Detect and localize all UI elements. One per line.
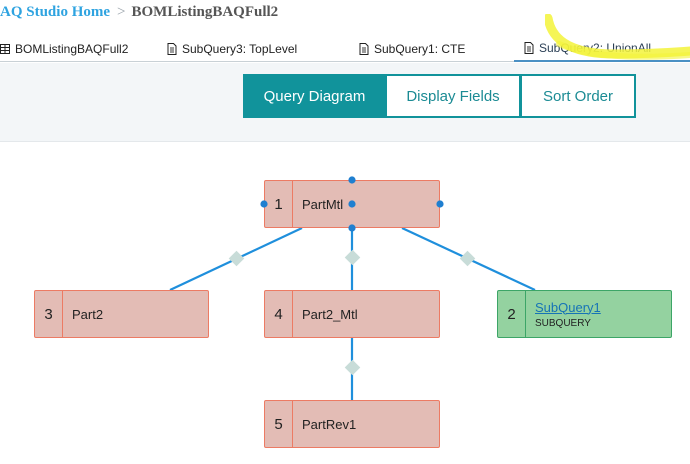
- node-label: Part2: [72, 306, 104, 322]
- document-icon: [524, 42, 534, 54]
- node-number: 3: [35, 291, 63, 337]
- join-diamond: [344, 359, 361, 376]
- subquery-link[interactable]: SubQuery1: [535, 299, 601, 315]
- tab-label: BOMListingBAQFull2: [15, 42, 129, 56]
- tab-subquery3[interactable]: SubQuery3: TopLevel: [167, 36, 297, 62]
- query-tabs: BOMListingBAQFull2 SubQuery3: TopLevel S…: [0, 36, 690, 62]
- subquery-node-subquery1[interactable]: 2 SubQuery1 SUBQUERY: [497, 290, 672, 338]
- tab-label: SubQuery2: UnionAll: [539, 41, 652, 55]
- node-label: Part2_Mtl: [302, 306, 358, 322]
- diagram-connectors: [169, 227, 536, 401]
- document-icon: [167, 43, 177, 55]
- node-number: 5: [265, 401, 293, 447]
- join-diamond: [459, 250, 476, 267]
- sort-order-button[interactable]: Sort Order: [521, 74, 636, 118]
- breadcrumb: AQ Studio Home > BOMListingBAQFull2: [0, 0, 690, 32]
- subquery-type-label: SUBQUERY: [535, 317, 591, 329]
- tab-subquery1[interactable]: SubQuery1: CTE: [359, 36, 465, 62]
- query-diagram-canvas[interactable]: 1 PartMtl 3 Part2 4 Part2_Mtl 2 SubQuery…: [0, 143, 690, 464]
- document-icon: [359, 43, 369, 55]
- node-number: 1: [265, 181, 293, 227]
- breadcrumb-current: BOMListingBAQFull2: [131, 4, 279, 20]
- display-fields-button[interactable]: Display Fields: [386, 74, 521, 118]
- join-diamond: [228, 250, 245, 267]
- tab-subquery2[interactable]: SubQuery2: UnionAll: [514, 36, 690, 62]
- table-icon: [0, 44, 10, 54]
- table-node-part2-mtl[interactable]: 4 Part2_Mtl: [264, 290, 440, 338]
- join-diamond: [344, 249, 361, 266]
- table-node-partmtl[interactable]: 1 PartMtl: [264, 180, 440, 228]
- tab-label: SubQuery1: CTE: [374, 42, 466, 56]
- table-node-partrev1[interactable]: 5 PartRev1: [264, 400, 440, 448]
- tab-label: SubQuery3: TopLevel: [182, 42, 298, 56]
- node-label: PartRev1: [302, 416, 357, 432]
- view-toolbar: Query Diagram Display Fields Sort Order: [0, 63, 690, 142]
- node-number: 4: [265, 291, 293, 337]
- tab-bomlisting[interactable]: BOMListingBAQFull2: [0, 36, 128, 62]
- table-node-part2[interactable]: 3 Part2: [34, 290, 209, 338]
- breadcrumb-home-link[interactable]: AQ Studio Home: [0, 4, 111, 20]
- node-label: PartMtl: [302, 196, 344, 212]
- query-diagram-button[interactable]: Query Diagram: [243, 74, 386, 118]
- breadcrumb-separator: >: [117, 4, 126, 20]
- node-number: 2: [498, 291, 526, 337]
